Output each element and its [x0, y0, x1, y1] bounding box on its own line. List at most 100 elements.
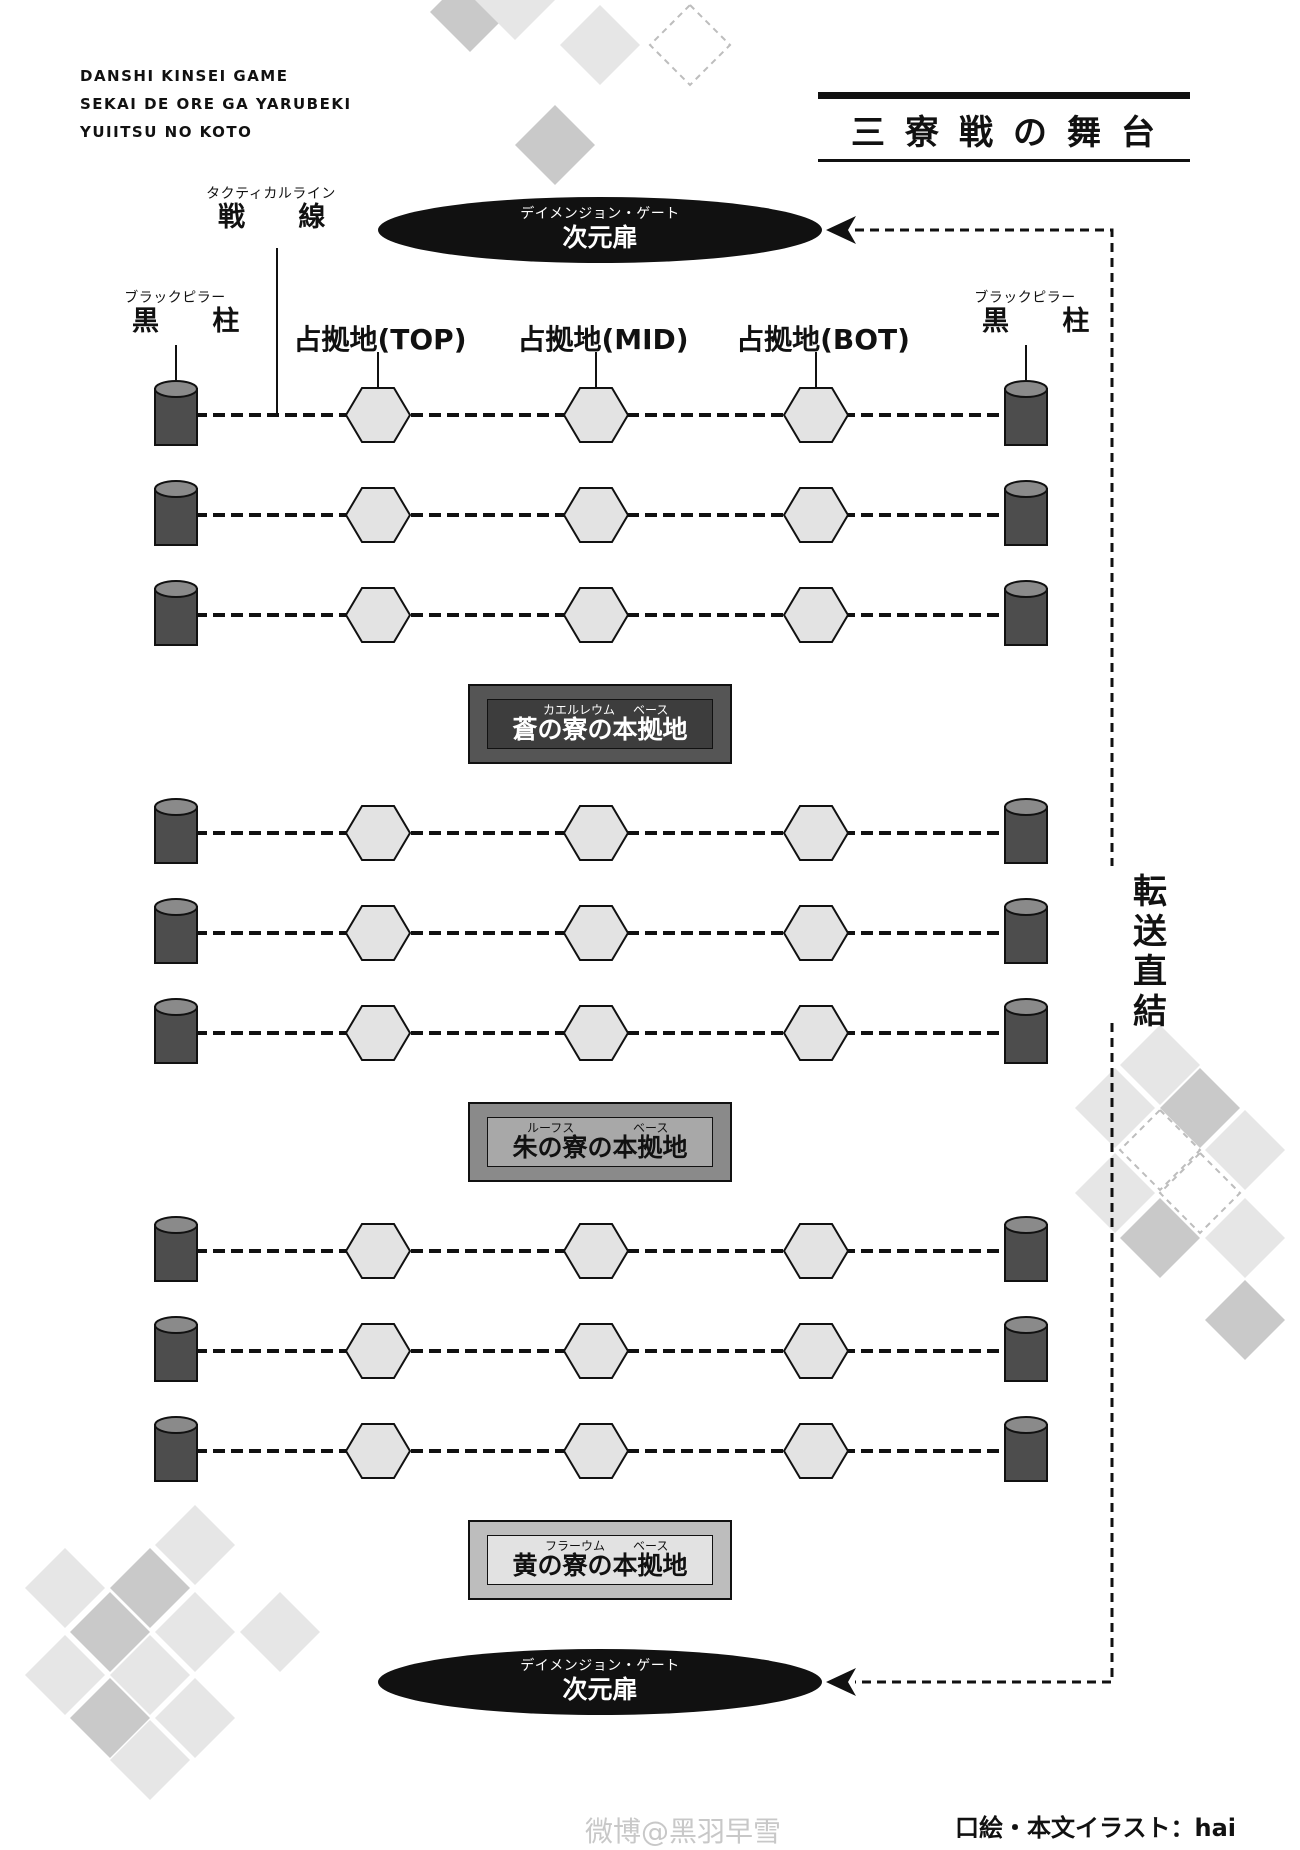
objective-hex-1-1 — [344, 387, 412, 443]
gate-label-bottom: デイメンジョン・ゲート 次元扉 — [480, 1658, 720, 1706]
pillar-right-5-top — [1004, 898, 1048, 916]
base-blue-name: 蒼の寮の本拠地 — [512, 715, 688, 744]
objective-hex-3-2 — [562, 587, 630, 643]
pillar-label-right: ブラックピラー 黒 柱 — [960, 290, 1090, 338]
diamond-2 — [560, 5, 640, 85]
base-red: ルーフス ベース 朱の寮の本拠地 — [468, 1102, 732, 1182]
base-yellow-name: 黄の寮の本拠地 — [512, 1551, 688, 1580]
pillar-left-9 — [154, 1416, 198, 1482]
objective-hex-2-3 — [782, 487, 850, 543]
pillar-left-2-top — [154, 480, 198, 498]
transfer-direct-label: 転送直結 — [1133, 872, 1167, 1032]
diamond-25 — [110, 1720, 190, 1800]
arrowhead-bottom — [826, 1668, 856, 1696]
base-blue: カエルレウム ベース 蒼の寮の本拠地 — [468, 684, 732, 764]
pillar-left-6-top — [154, 998, 198, 1016]
objective-hex-5-1 — [344, 905, 412, 961]
diamond-14 — [1205, 1280, 1285, 1360]
base-red-plate: ルーフス ベース 朱の寮の本拠地 — [487, 1117, 713, 1167]
base-red-ruby-right: ベース — [633, 1121, 669, 1135]
objective-hex-6-1 — [344, 1005, 412, 1061]
base-blue-ruby-right: ベース — [633, 703, 669, 717]
pillar-left-7-body — [154, 1224, 198, 1282]
pillar-right-7 — [1004, 1216, 1048, 1282]
pillar-left-8-top — [154, 1316, 198, 1334]
pillar-right-6 — [1004, 998, 1048, 1064]
page-title: 三寮戦の舞台 — [851, 112, 1175, 153]
objective-hex-5-2 — [562, 905, 630, 961]
objective-hex-8-1 — [344, 1323, 412, 1379]
pillar-left-3 — [154, 580, 198, 646]
pillar-left-4 — [154, 798, 198, 864]
objective-hex-1-2 — [562, 387, 630, 443]
transfer-route — [855, 228, 1114, 1684]
objective-hex-4-1 — [344, 805, 412, 861]
objective-hex-9-1 — [344, 1423, 412, 1479]
lane-groups — [154, 380, 1048, 1482]
diamond-22 — [110, 1635, 190, 1715]
objective-hex-7-1 — [344, 1223, 412, 1279]
pillar-name-right: 黒 柱 — [982, 306, 1112, 337]
base-blue-ruby-left: カエルレウム — [543, 703, 616, 717]
front-line-name: 戦 線 — [218, 202, 348, 233]
diamond-24 — [155, 1678, 235, 1758]
series-line-2: SEKAI DE ORE GA YARUBEKI — [80, 95, 352, 113]
base-red-ruby-left: ルーフス — [527, 1121, 575, 1135]
pillar-name-left: 黒 柱 — [132, 306, 262, 337]
objective-hex-5-3 — [782, 905, 850, 961]
pillar-right-2-top — [1004, 480, 1048, 498]
gate-name-top: 次元扉 — [562, 223, 638, 252]
objective-hex-1-3 — [782, 387, 850, 443]
base-red-name: 朱の寮の本拠地 — [512, 1133, 688, 1162]
pillar-left-1 — [154, 380, 198, 446]
pillar-right-7-body — [1004, 1224, 1048, 1282]
objective-hex-2-1 — [344, 487, 412, 543]
objective-hex-7-2 — [562, 1223, 630, 1279]
pillar-ruby-left: ブラックピラー — [124, 290, 226, 306]
diamond-11 — [1158, 1151, 1242, 1235]
transfer-label-gap — [1098, 866, 1126, 1020]
objective-hex-4-2 — [562, 805, 630, 861]
diamond-5 — [1120, 1025, 1200, 1105]
base-yellow-ruby-right: ベース — [633, 1539, 669, 1553]
base-yellow: フラーウム ベース 黄の寮の本拠地 — [468, 1520, 732, 1600]
diamond-1 — [475, 0, 555, 40]
pillar-right-1-top — [1004, 380, 1048, 398]
pillar-right-9 — [1004, 1416, 1048, 1482]
objective-hex-8-3 — [782, 1323, 850, 1379]
pillar-left-7 — [154, 1216, 198, 1282]
front-line-label: タクティカルライン 戦 線 — [196, 186, 346, 234]
gate-ruby-top: デイメンジョン・ゲート — [520, 206, 680, 222]
diamond-8 — [1205, 1110, 1285, 1190]
pillar-label-left: ブラックピラー 黒 柱 — [110, 290, 240, 338]
base-blue-plate: カエルレウム ベース 蒼の寮の本拠地 — [487, 699, 713, 749]
gate-label-top: デイメンジョン・ゲート 次元扉 — [480, 206, 720, 254]
pillar-left-5-body — [154, 906, 198, 964]
gate-name-bottom: 次元扉 — [562, 1675, 638, 1704]
objective-hex-6-2 — [562, 1005, 630, 1061]
pillar-right-5-body — [1004, 906, 1048, 964]
pillar-right-8 — [1004, 1316, 1048, 1382]
page-title-box: 三寮戦の舞台 — [818, 92, 1190, 162]
pillar-right-6-top — [1004, 998, 1048, 1016]
pillar-left-8-body — [154, 1324, 198, 1382]
pillar-ruby-right: ブラックピラー — [974, 290, 1076, 306]
objective-hex-9-3 — [782, 1423, 850, 1479]
gate-ruby-bottom: デイメンジョン・ゲート — [520, 1658, 680, 1674]
diamond-10 — [1075, 1153, 1155, 1233]
arrowhead-top — [826, 216, 856, 244]
pillar-right-2 — [1004, 480, 1048, 546]
front-line-ruby: タクティカルライン — [206, 186, 336, 202]
pillar-left-1-top — [154, 380, 198, 398]
diamond-6 — [1075, 1068, 1155, 1148]
pillar-right-3 — [1004, 580, 1048, 646]
pillar-right-6-body — [1004, 1006, 1048, 1064]
objective-mid-label: 占拠地(MID) — [517, 323, 689, 356]
pillar-left-6 — [154, 998, 198, 1064]
pillar-left-2-body — [154, 488, 198, 546]
pillar-right-2-body — [1004, 488, 1048, 546]
base-yellow-ruby-left: フラーウム — [545, 1539, 606, 1553]
diamond-9 — [1118, 1108, 1202, 1192]
pillar-right-7-top — [1004, 1216, 1048, 1234]
diamond-4 — [515, 105, 595, 185]
